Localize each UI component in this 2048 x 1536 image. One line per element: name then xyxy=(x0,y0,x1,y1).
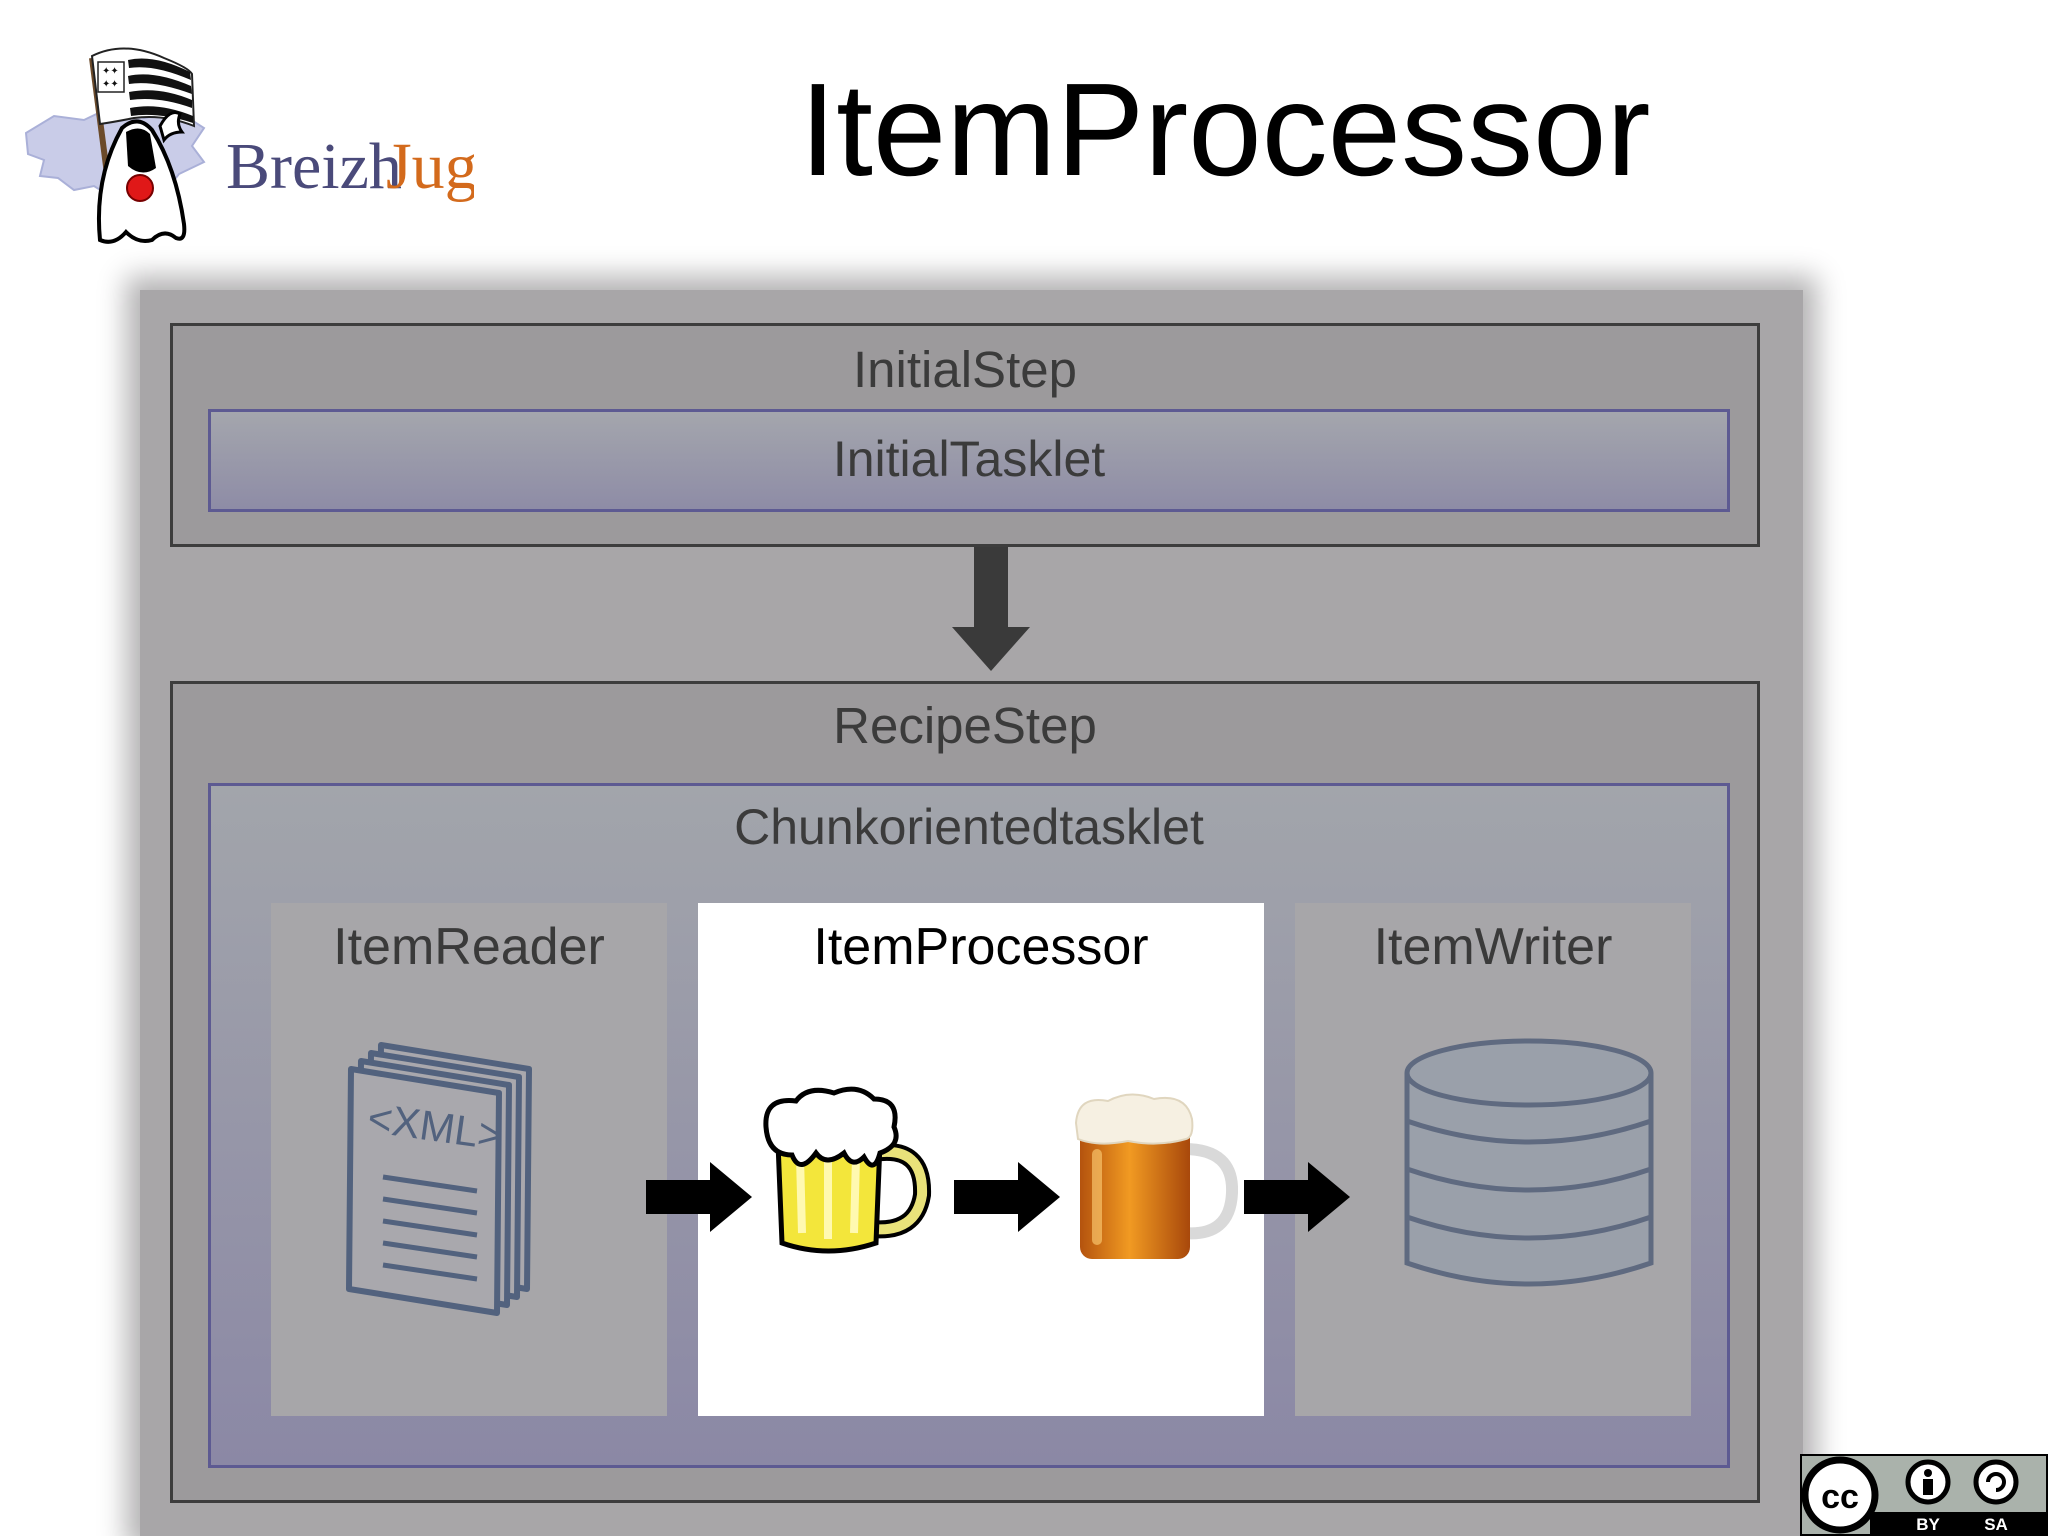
down-arrow-icon xyxy=(952,547,1030,671)
initial-tasklet-box: InitialTasklet xyxy=(208,409,1730,512)
item-processor-box: ItemProcessor xyxy=(698,903,1264,1416)
logo-wordmark-breizh: Breizh xyxy=(226,130,402,203)
svg-text:✦✦: ✦✦ xyxy=(102,79,119,90)
right-arrow-icon xyxy=(646,1162,752,1232)
slide-title: ItemProcessor xyxy=(799,56,1651,203)
cc-icon xyxy=(1801,1456,1879,1534)
breton-flag-icon: ✦✦ ✦✦ xyxy=(90,47,196,128)
cc-text: cc xyxy=(1821,1478,1859,1516)
xml-documents-icon: <XML> xyxy=(346,1042,532,1316)
initial-tasklet-label: InitialTasklet xyxy=(832,431,1106,487)
foam-mug-icon xyxy=(763,1086,932,1254)
item-reader-label: ItemReader xyxy=(333,918,605,976)
duke-mascot-icon xyxy=(96,111,187,244)
breizhjug-logo: ✦✦ ✦✦ Breizh Jug xyxy=(24,47,474,244)
logo-wordmark-jug: Jug xyxy=(386,130,474,203)
item-writer-label: ItemWriter xyxy=(1373,918,1613,976)
recipe-step-label: RecipeStep xyxy=(833,697,1097,754)
initial-step-label: InitialStep xyxy=(853,341,1077,398)
chunk-tasklet-label: Chunkorientedtasklet xyxy=(734,799,1204,855)
item-processor-label: ItemProcessor xyxy=(813,918,1149,976)
by-text: BY xyxy=(1916,1515,1940,1534)
right-arrow-icon xyxy=(954,1162,1060,1232)
sa-text: SA xyxy=(1984,1515,2008,1534)
beer-mug-icon xyxy=(1074,1093,1238,1259)
sa-icon xyxy=(1973,1459,2019,1505)
database-icon xyxy=(1404,1038,1654,1287)
item-reader-box: ItemReader <XML> xyxy=(271,903,667,1416)
cc-by-sa-badge: cc BY SA xyxy=(1800,1454,2048,1536)
right-arrow-icon xyxy=(1244,1162,1350,1232)
svg-text:✦✦: ✦✦ xyxy=(102,66,119,77)
item-writer-box: ItemWriter xyxy=(1295,903,1691,1416)
